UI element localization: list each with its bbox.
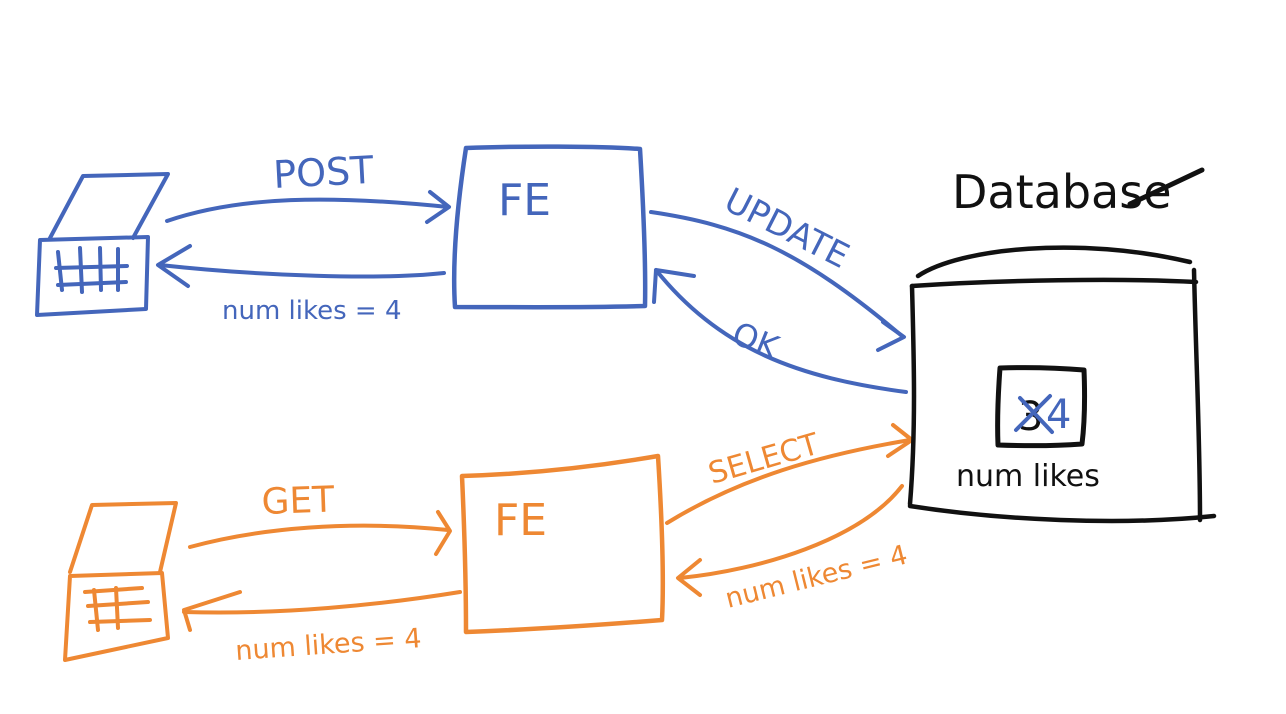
- database-title: Database: [952, 165, 1172, 219]
- num-likes-new-value: 4: [1046, 392, 1071, 438]
- num-likes-field-label: num likes: [956, 459, 1100, 494]
- database-title-underline-stroke: [1127, 167, 1205, 207]
- get-request-arrow: [188, 510, 452, 556]
- database: Database 3 4 num likes: [907, 165, 1217, 524]
- database-cylinder-icon: [907, 245, 1217, 524]
- read-flow: GET num likes = 4 FE SELECT num likes = …: [63, 423, 914, 667]
- laptop-icon-read-client: [63, 501, 178, 662]
- ok-response-arrow: [652, 268, 908, 394]
- select-response-label: num likes = 4: [722, 540, 910, 615]
- post-request-arrow: [165, 190, 451, 224]
- write-fe-label: FE: [498, 175, 551, 226]
- update-request-arrow: [649, 210, 906, 352]
- post-request-label: POST: [272, 148, 375, 197]
- read-fe-server-box: [459, 453, 666, 635]
- read-response-arrow: [182, 590, 462, 632]
- strike-through-mark: [1014, 394, 1054, 434]
- num-likes-cell: 3 4: [995, 365, 1088, 449]
- update-request-label: UPDATE: [718, 180, 855, 276]
- select-request-label: SELECT: [705, 427, 824, 492]
- get-request-label: GET: [261, 479, 336, 523]
- read-fe-label: FE: [494, 495, 547, 546]
- write-response-label: num likes = 4: [222, 296, 402, 326]
- write-fe-server-box: [451, 144, 648, 310]
- select-response-arrow: [676, 484, 904, 597]
- num-likes-cell-box: [995, 365, 1088, 449]
- laptop-icon-write-client: [35, 172, 170, 317]
- write-response-arrow: [156, 244, 446, 288]
- read-response-label: num likes = 4: [234, 623, 422, 667]
- write-flow: POST num likes = 4 FE UPDATE OK: [35, 144, 908, 394]
